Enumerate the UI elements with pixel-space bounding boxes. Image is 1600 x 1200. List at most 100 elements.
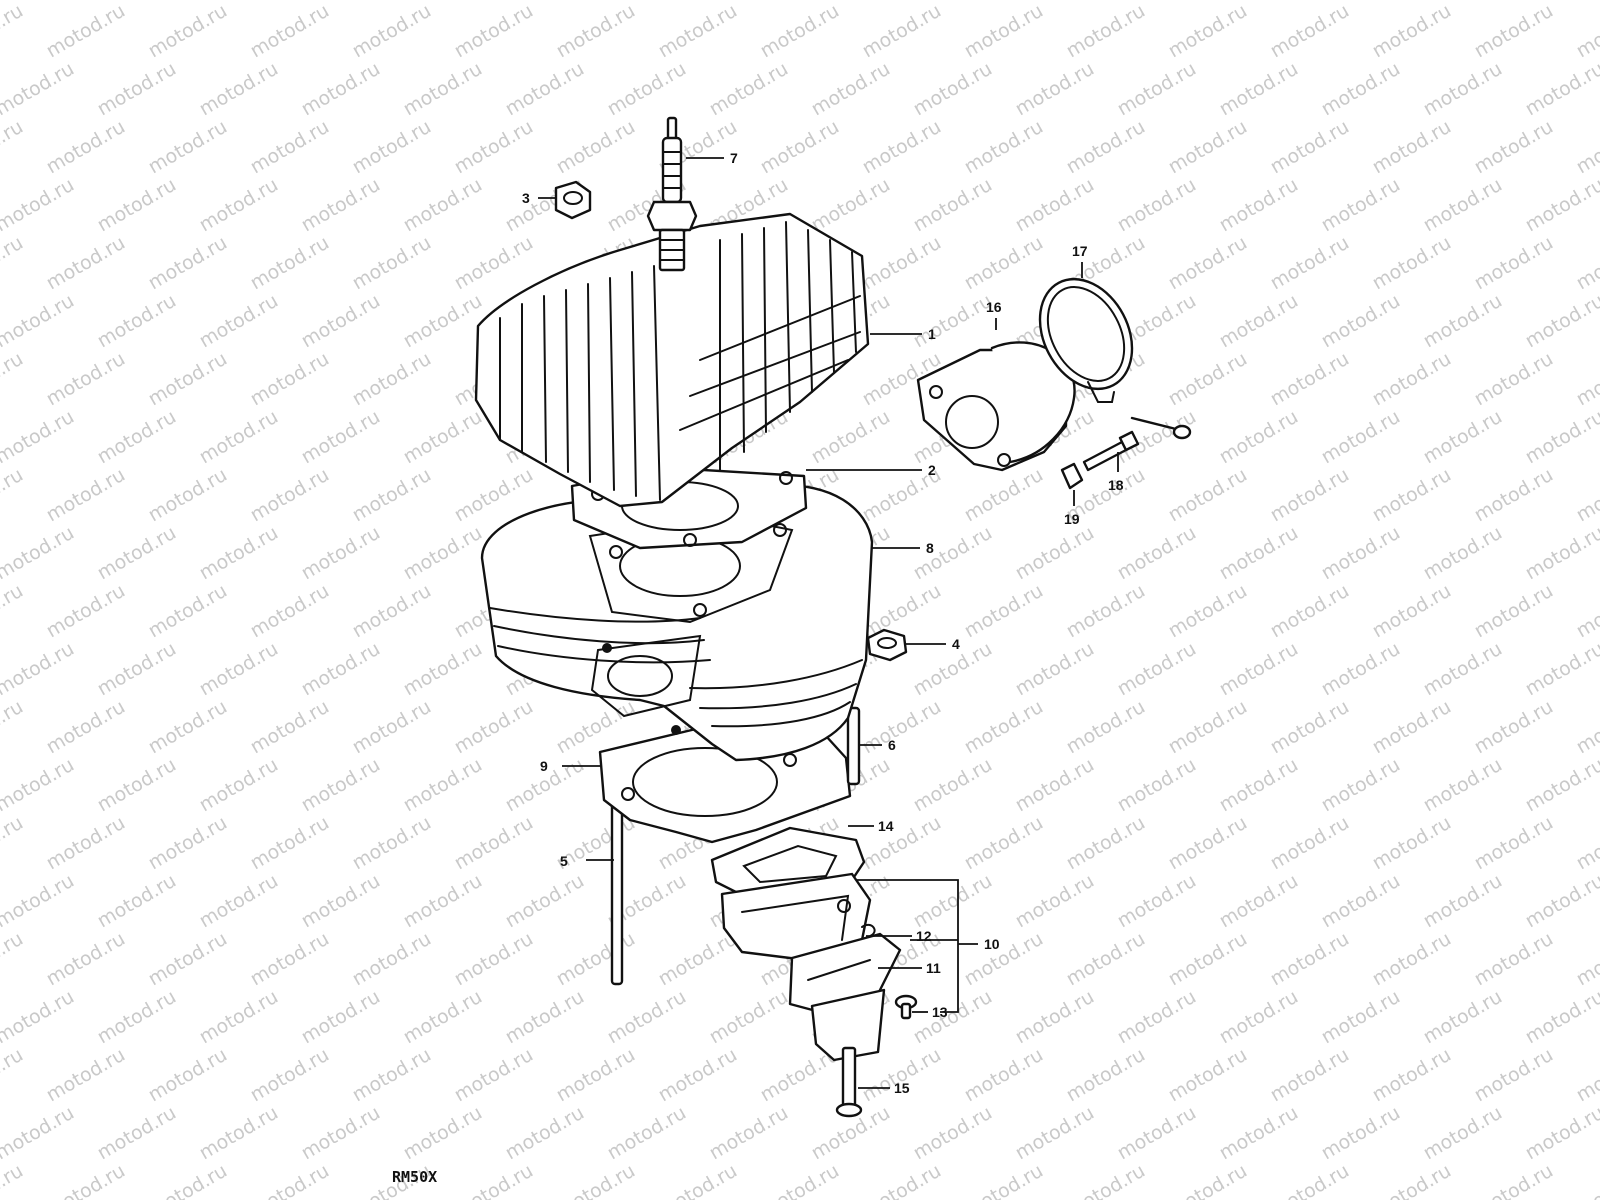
watermark-text: motod.ru — [553, 116, 639, 179]
watermark-text: motod.ru — [502, 58, 588, 121]
watermark-text: motod.ru — [808, 58, 894, 121]
watermark-text: motod.ru — [400, 870, 486, 933]
watermark-text: motod.ru — [1216, 406, 1302, 469]
watermark-text: motod.ru — [247, 116, 333, 179]
watermark-text: motod.ru — [961, 1044, 1047, 1107]
watermark-text: motod.ru — [1267, 696, 1353, 759]
watermark-text: motod.ru — [757, 116, 843, 179]
watermark-text: motod.ru — [1114, 58, 1200, 121]
watermark-text: motod.ru — [1420, 522, 1506, 585]
watermark-text: motod.ru — [1318, 870, 1404, 933]
watermark-text: motod.ru — [0, 290, 78, 353]
watermark-text: motod.ru — [196, 406, 282, 469]
watermark-text: motod.ru — [1318, 986, 1404, 1049]
watermark-text: motod.ru — [1420, 0, 1506, 4]
watermark-text: motod.ru — [1012, 986, 1098, 1049]
callout-17: 17 — [1072, 243, 1088, 259]
watermark-text: motod.ru — [1522, 406, 1600, 469]
watermark-text: motod.ru — [43, 232, 129, 295]
watermark-text: motod.ru — [247, 580, 333, 643]
watermark-text: motod.ru — [502, 1102, 588, 1165]
watermark-text: motod.ru — [451, 696, 537, 759]
watermark-text: motod.ru — [451, 812, 537, 875]
watermark-text: motod.ru — [1522, 58, 1600, 121]
watermark-text: motod.ru — [145, 1044, 231, 1107]
watermark-text: motod.ru — [1522, 290, 1600, 353]
watermark-text: motod.ru — [145, 464, 231, 527]
watermark-text: motod.ru — [0, 638, 78, 701]
watermark-text: motod.ru — [0, 464, 27, 527]
watermark-text: motod.ru — [298, 522, 384, 585]
watermark-text: motod.ru — [1471, 348, 1557, 411]
watermark-text: motod.ru — [1216, 522, 1302, 585]
watermark-text: motod.ru — [1318, 290, 1404, 353]
watermark-text: motod.ru — [1573, 696, 1600, 759]
watermark-text: motod.ru — [247, 1044, 333, 1107]
watermark-text: motod.ru — [1369, 1044, 1455, 1107]
watermark-text: motod.ru — [247, 464, 333, 527]
watermark-text: motod.ru — [349, 580, 435, 643]
watermark-text: motod.ru — [1267, 1044, 1353, 1107]
callout-6: 6 — [888, 737, 896, 753]
watermark-text: motod.ru — [196, 290, 282, 353]
watermark-text: motod.ru — [808, 0, 894, 4]
head-nut — [554, 180, 592, 220]
callout-9: 9 — [540, 758, 548, 774]
watermark-text: motod.ru — [451, 1160, 537, 1200]
intake-pipe — [916, 341, 1076, 472]
watermark-text: motod.ru — [451, 1044, 537, 1107]
watermark-text: motod.ru — [1114, 0, 1200, 4]
watermark-text: motod.ru — [502, 0, 588, 4]
watermark-text: motod.ru — [1573, 928, 1600, 991]
watermark-text: motod.ru — [247, 812, 333, 875]
watermark-text: motod.ru — [1318, 406, 1404, 469]
watermark-text: motod.ru — [1420, 986, 1506, 1049]
watermark-text: motod.ru — [451, 116, 537, 179]
watermark-text: motod.ru — [349, 348, 435, 411]
watermark-text: motod.ru — [655, 928, 741, 991]
watermark-text: motod.ru — [1471, 0, 1557, 62]
watermark-text: motod.ru — [1267, 232, 1353, 295]
watermark-text: motod.ru — [0, 348, 27, 411]
watermark-text: motod.ru — [94, 754, 180, 817]
watermark-text: motod.ru — [400, 1102, 486, 1165]
watermark-text: motod.ru — [400, 0, 486, 4]
callout-11: 11 — [926, 960, 941, 976]
callout-3: 3 — [522, 190, 530, 206]
watermark-text: motod.ru — [910, 522, 996, 585]
watermark-text: motod.ru — [1216, 174, 1302, 237]
watermark-text: motod.ru — [706, 1102, 792, 1165]
watermark-text: motod.ru — [0, 174, 78, 237]
watermark-text: motod.ru — [196, 522, 282, 585]
reed-screw-small — [861, 923, 876, 937]
watermark-text: motod.ru — [1165, 580, 1251, 643]
watermark-text: motod.ru — [961, 928, 1047, 991]
watermark-text: motod.ru — [1267, 580, 1353, 643]
watermark-text: motod.ru — [1471, 116, 1557, 179]
watermark-text: motod.ru — [859, 696, 945, 759]
watermark-text: motod.ru — [43, 0, 129, 62]
watermark-text: motod.ru — [1114, 870, 1200, 933]
watermark-text: motod.ru — [1063, 1160, 1149, 1200]
watermark-text: motod.ru — [553, 928, 639, 991]
watermark-text: motod.ru — [1471, 580, 1557, 643]
watermark-text: motod.ru — [655, 1044, 741, 1107]
watermark-text: motod.ru — [1216, 986, 1302, 1049]
watermark-text: motod.ru — [349, 232, 435, 295]
watermark-text: motod.ru — [961, 580, 1047, 643]
watermark-text: motod.ru — [1522, 522, 1600, 585]
watermark-text: motod.ru — [1114, 638, 1200, 701]
watermark-text: motod.ru — [0, 116, 27, 179]
watermark-text: motod.ru — [43, 116, 129, 179]
watermark-text: motod.ru — [655, 1160, 741, 1200]
intake-clamp — [1038, 277, 1192, 440]
watermark-text: motod.ru — [859, 232, 945, 295]
watermark-text: motod.ru — [43, 348, 129, 411]
callout-8: 8 — [926, 540, 934, 556]
watermark-text: motod.ru — [400, 174, 486, 237]
watermark-text: motod.ru — [757, 0, 843, 62]
watermark-text: motod.ru — [1216, 870, 1302, 933]
watermark-text: motod.ru — [1318, 1102, 1404, 1165]
watermark-text: motod.ru — [1216, 290, 1302, 353]
watermark-text: motod.ru — [1063, 928, 1149, 991]
